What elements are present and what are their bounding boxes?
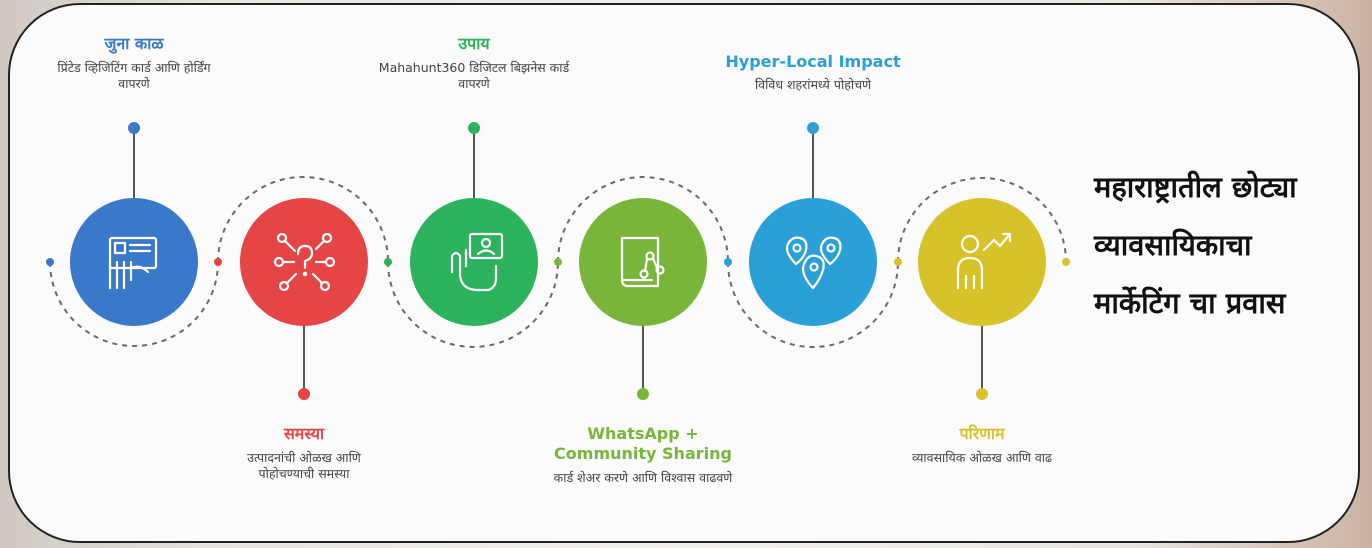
- junction-dot: [724, 258, 732, 266]
- step-label-5: Hyper-Local Impact विविध शहरांमध्ये पोहो…: [713, 52, 913, 93]
- dashed-arc: [557, 176, 729, 263]
- dashed-arc: [897, 177, 1067, 263]
- step-title: उपाय: [458, 34, 490, 53]
- stem-dot: [128, 122, 140, 134]
- journey-title: महाराष्ट्रातील छोट्या व्यावसायिकाचा मार्…: [1094, 170, 1297, 320]
- question-network-icon: [273, 232, 336, 292]
- step-label-2: समस्या उत्पादनांची ओळख आणि पोहोचण्याची स…: [229, 422, 379, 482]
- step-label-1: जुना काळ प्रिंटेड व्हिजिटिंग कार्ड आणि ह…: [49, 32, 219, 92]
- step-description: विविध शहरांमध्ये पोहोचणे: [754, 77, 872, 92]
- step-description: व्यावसायिक ओळख आणि वाढ: [911, 450, 1053, 465]
- step-circle-6: [918, 198, 1046, 326]
- step-circle-3: [410, 198, 538, 326]
- step-circle-1: [70, 198, 198, 326]
- junction-dot: [384, 258, 392, 266]
- step-circle-4: [579, 198, 707, 326]
- stem-dot: [468, 122, 480, 134]
- junction-dot: [554, 258, 562, 266]
- dashed-arc: [49, 261, 219, 347]
- step-label-3: उपाय Mahahunt360 डिजिटल बिझनेस कार्ड वाप…: [364, 32, 584, 92]
- stem-dot: [637, 388, 649, 400]
- location-pins-icon: [785, 236, 842, 290]
- step-description: Mahahunt360 डिजिटल बिझनेस कार्ड वापरणे: [378, 60, 570, 91]
- growth-person-icon: [956, 232, 1012, 290]
- junction-dot: [894, 258, 902, 266]
- hand-card-icon: [450, 232, 504, 292]
- step-title: समस्या: [283, 424, 325, 443]
- step-title: Hyper-Local Impact: [725, 52, 901, 71]
- junction-dot: [1062, 258, 1070, 266]
- step-circle-5: [749, 198, 877, 326]
- dashed-arc: [387, 261, 559, 348]
- share-book-icon: [620, 236, 665, 288]
- step-description: प्रिंटेड व्हिजिटिंग कार्ड आणि होर्डिंग व…: [57, 60, 211, 91]
- step-description: उत्पादनांची ओळख आणि पोहोचण्याची समस्या: [247, 450, 361, 481]
- step-label-4: WhatsApp + Community Sharing कार्ड शेअर …: [543, 424, 743, 486]
- business-card-icon: [108, 236, 158, 290]
- dashed-arc: [727, 261, 899, 348]
- junction-dot: [46, 258, 54, 266]
- step-title: जुना काळ: [104, 34, 164, 53]
- step-description: कार्ड शेअर करणे आणि विश्वास वाढवणे: [553, 470, 733, 485]
- step-label-6: परिणाम व्यावसायिक ओळख आणि वाढ: [882, 422, 1082, 466]
- stem-dot: [807, 122, 819, 134]
- stem-dot: [298, 388, 310, 400]
- step-title: परिणाम: [959, 424, 1005, 443]
- junction-dot: [214, 258, 222, 266]
- step-title: WhatsApp + Community Sharing: [554, 424, 732, 463]
- dashed-arc: [217, 176, 389, 263]
- stem-dot: [976, 388, 988, 400]
